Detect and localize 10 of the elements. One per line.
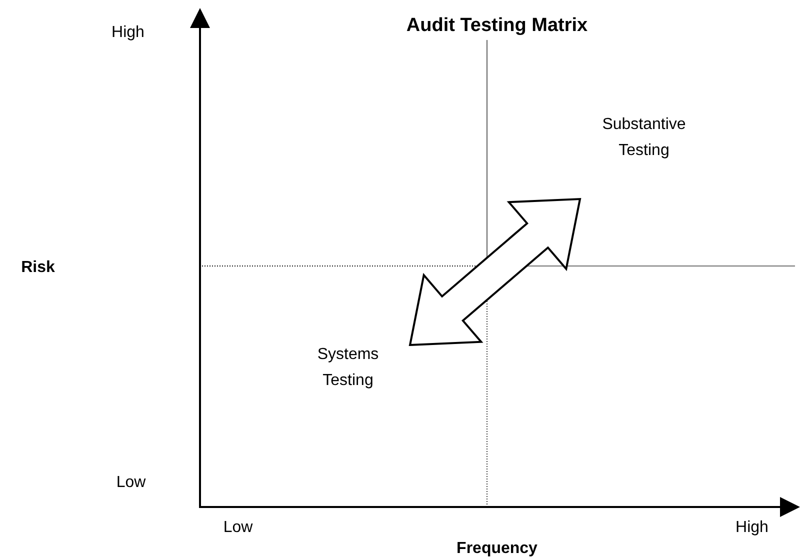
title: Audit Testing Matrix bbox=[406, 14, 588, 37]
axis-label: High bbox=[736, 518, 768, 537]
axis-title: Frequency bbox=[456, 539, 538, 558]
quadrant-label: Systems Testing bbox=[298, 342, 398, 394]
double-arrow bbox=[408, 198, 582, 346]
axis-label: Low bbox=[223, 518, 253, 537]
quadrant-label: Substantive Testing bbox=[594, 112, 694, 164]
axis-title: Risk bbox=[21, 258, 55, 277]
axis-label: Low bbox=[116, 473, 146, 492]
axis-label: High bbox=[112, 23, 144, 42]
